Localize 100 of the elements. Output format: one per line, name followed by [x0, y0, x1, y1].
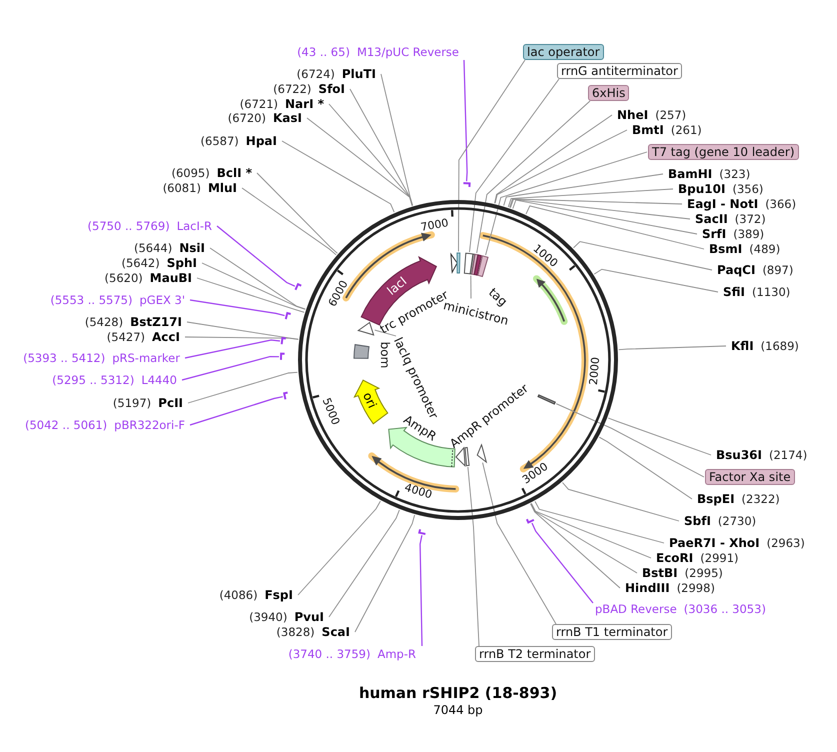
restriction-site-label: (5427) AccI: [106, 330, 180, 344]
scale-label: 4000: [403, 480, 434, 502]
promoter-block: [357, 322, 374, 336]
leader-line: [598, 436, 692, 500]
leader-line: [512, 200, 698, 234]
leader-line: [526, 205, 704, 250]
scale-label: 5000: [320, 396, 342, 427]
leader-line: [328, 509, 400, 618]
feature-name: bom: [378, 342, 392, 368]
leader-line: [530, 503, 638, 574]
leader-line: [374, 330, 396, 336]
leader-line: [467, 466, 480, 646]
primer-site-marker: [280, 352, 285, 360]
restriction-site-label: BamHI (323): [668, 167, 750, 181]
restriction-site-label: HindIII (2998): [625, 581, 715, 595]
feature-label: lac operator: [523, 44, 604, 60]
leader-line: [350, 88, 413, 206]
leader-line: [494, 130, 628, 204]
restriction-site-label: SacII (372): [695, 212, 766, 226]
restriction-site-label: SrfI (389): [702, 227, 764, 241]
restriction-site-label: (5428) BstZ17I: [84, 315, 182, 329]
restriction-site-label: (5644) NsiI: [134, 241, 205, 255]
restriction-site-label: KflI (1689): [731, 339, 799, 353]
leader-line: [186, 322, 299, 340]
restriction-site-label: PaeR7I - XhoI (2963): [669, 536, 805, 550]
leader-line: [354, 514, 416, 632]
primer-label: (5393 .. 5412) pRS-marker: [23, 351, 180, 365]
leader-line: [306, 118, 413, 206]
leader-line: [530, 503, 620, 588]
leader-line: [282, 140, 395, 213]
restriction-site-label: SfiI (1130): [723, 285, 790, 299]
leader-line: [608, 418, 712, 456]
feature-label: Factor Xa site: [705, 469, 795, 485]
restriction-site-label: SbfI (2730): [684, 514, 756, 528]
cleavage-site-block: [538, 394, 556, 405]
leader-line: [534, 500, 664, 544]
leader-line: [182, 356, 279, 381]
leader-line: [594, 268, 718, 292]
restriction-site-label: (5642) SphI: [122, 256, 197, 270]
leader-line: [470, 275, 472, 299]
tag-block: [474, 254, 482, 276]
feature-label: rrnB T1 terminator: [552, 624, 672, 640]
leader-line: [184, 336, 299, 340]
restriction-site-label: BmtI (261): [632, 123, 702, 137]
restriction-site-label: EagI - NotI (366): [687, 197, 796, 211]
leader-line: [216, 226, 296, 287]
leader-line: [184, 339, 280, 359]
leader-line: [190, 396, 283, 426]
leader-line: [508, 188, 674, 208]
primer-label: (5750 .. 5769) LacI-R: [88, 219, 212, 233]
leader-line: [298, 500, 381, 596]
primer-site-marker: [418, 529, 426, 535]
restriction-site-label: (6724) PluTI: [296, 67, 376, 81]
primer-label: pBAD Reverse (3036 .. 3053): [595, 602, 766, 616]
leader-line: [210, 248, 306, 310]
restriction-site-label: (5620) MauBI: [104, 271, 192, 285]
leader-line: [256, 172, 338, 254]
leader-line: [463, 60, 468, 182]
restriction-site-label: (6722) SfoI: [273, 82, 345, 96]
primer-site-marker: [526, 518, 534, 524]
restriction-site-label: (6720) KasI: [228, 111, 302, 125]
restriction-site-label: PaqCI (897): [717, 263, 794, 277]
restriction-site-label: (6721) NarI *: [240, 97, 324, 111]
feature-label: rrnB T2 terminator: [475, 646, 595, 662]
leader-line: [485, 152, 648, 256]
mobility-site-block: [354, 344, 370, 359]
restriction-site-label: (4086) FspI: [219, 588, 293, 602]
leader-line: [328, 104, 413, 206]
primer-label: (5295 .. 5312) L4440: [52, 373, 177, 387]
scale-label: 6000: [326, 278, 351, 309]
leader-line: [196, 278, 305, 313]
operator-block: [456, 252, 460, 274]
leader-line: [482, 462, 556, 624]
feature-label: 6xHis: [588, 85, 630, 101]
feature-label: T7 tag (gene 10 leader): [648, 144, 799, 160]
restriction-site-label: (3940) PvuI: [249, 610, 324, 624]
antiterminator-block: [464, 252, 474, 274]
primer-site-marker: [294, 283, 302, 290]
scale-label: 7000: [420, 216, 450, 234]
primer-site-marker: [463, 182, 471, 187]
leader-line: [420, 535, 423, 646]
scale-label: 2000: [586, 356, 602, 386]
restriction-site-label: (3828) ScaI: [276, 625, 350, 639]
restriction-site-label: Bpu10I (356): [678, 182, 764, 196]
t7-tag-block: [477, 255, 488, 277]
primer-label: (5042 .. 5061) pBR322ori-F: [25, 418, 185, 432]
leader-line: [556, 403, 704, 478]
terminator-block: [464, 447, 470, 466]
primer-site-marker: [284, 312, 291, 320]
restriction-site-label: (6081) MluI: [162, 181, 237, 195]
restriction-site-label: NheI (257): [617, 108, 686, 122]
leader-line: [503, 174, 664, 206]
plasmid-size: 7044 bp: [433, 703, 483, 717]
feature-label: rrnG antiterminator: [557, 63, 682, 79]
leader-line: [469, 78, 560, 253]
leader-line: [458, 60, 526, 252]
primer-label: (43 .. 65) M13/pUC Reverse: [297, 45, 459, 59]
restriction-site-label: BstBI (2995): [642, 566, 723, 580]
leader-line: [531, 522, 594, 604]
leader-line: [188, 372, 298, 404]
